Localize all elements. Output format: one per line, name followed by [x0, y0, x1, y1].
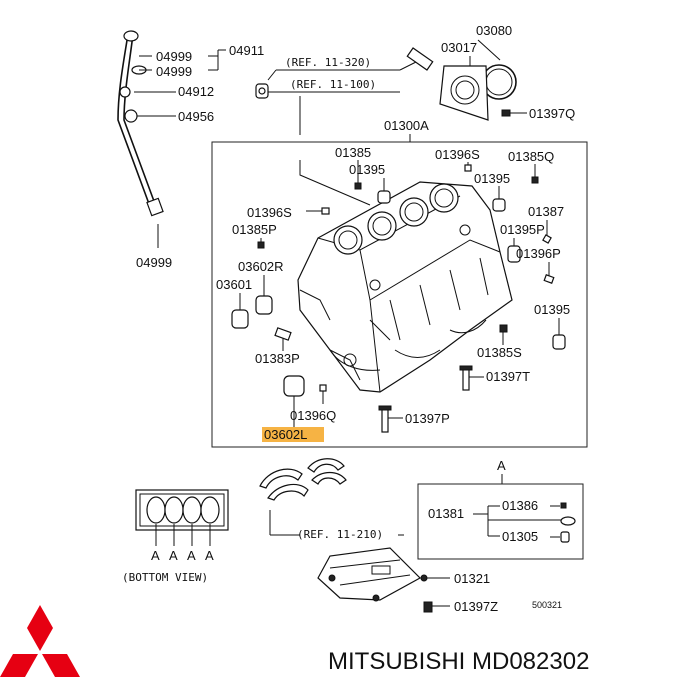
- bottom-view-caption: (BOTTOM VIEW): [122, 571, 208, 584]
- ref-11-100: (REF. 11-100): [290, 78, 376, 91]
- label-01397P: 01397P: [405, 411, 450, 426]
- baffle-plate-group: 01321 01397Z 500321: [317, 547, 562, 614]
- label-03080: 03080: [476, 23, 512, 38]
- bearing-shells-group: (REF. 11-210): [259, 458, 404, 541]
- label-01385: 01385: [335, 145, 371, 160]
- label-03601: 03601: [216, 277, 252, 292]
- label-01397Q-top: 01397Q: [529, 106, 575, 121]
- detail-a-box: [417, 483, 584, 560]
- label-01386: 01386: [502, 498, 538, 513]
- bottom-view-a1: A: [151, 548, 160, 563]
- label-01300A: 01300A: [384, 118, 429, 133]
- label-01385S: 01385S: [477, 345, 522, 360]
- label-01396S-top: 01396S: [435, 147, 480, 162]
- label-01395P: 01395P: [500, 222, 545, 237]
- label-01305: 01305: [502, 529, 538, 544]
- label-03602L: 03602L: [264, 427, 307, 442]
- cylinder-block-frame: [211, 141, 588, 448]
- label-04999-b: 04999: [156, 64, 192, 79]
- label-01396Q: 01396Q: [290, 408, 336, 423]
- label-01395-b: 01395: [474, 171, 510, 186]
- engine-block-drawing: [297, 181, 513, 393]
- label-03602R: 03602R: [238, 259, 284, 274]
- dipstick-group: 04999 04999 04911 04912 04956 04999: [117, 30, 264, 270]
- label-01385P: 01385P: [232, 222, 277, 237]
- label-01381: 01381: [428, 506, 464, 521]
- detail-a-group: A 01381 01386 01305: [417, 458, 584, 560]
- label-01397Z: 01397Z: [454, 599, 498, 614]
- label-04911: 04911: [229, 43, 264, 58]
- block-parts: 01385 01395 01396S 01385Q 01395 01396S 0…: [216, 145, 570, 433]
- label-04999-c: 04999: [136, 255, 172, 270]
- rear-seal-group: 03080 03017 01397Q: [439, 23, 575, 121]
- label-01396P: 01396P: [516, 246, 561, 261]
- ref-callouts-top: (REF. 11-320) (REF. 11-100): [255, 47, 434, 206]
- label-04999-a: 04999: [156, 49, 192, 64]
- label-04956: 04956: [178, 109, 214, 124]
- drawing-number: 500321: [532, 600, 562, 610]
- label-01395-a: 01395: [349, 162, 385, 177]
- bottom-view-group: A A A A (BOTTOM VIEW): [122, 489, 229, 584]
- label-01321: 01321: [454, 571, 490, 586]
- label-01385Q: 01385Q: [508, 149, 554, 164]
- brand-part-number: MITSUBISHI MD082302: [328, 648, 590, 675]
- detail-a-title: A: [497, 458, 506, 473]
- label-01383P: 01383P: [255, 351, 300, 366]
- label-04912: 04912: [178, 84, 214, 99]
- label-01387: 01387: [528, 204, 564, 219]
- highlight-03602L: [262, 427, 324, 442]
- mitsubishi-logo: [0, 605, 80, 677]
- ref-11-320: (REF. 11-320): [285, 56, 371, 69]
- bottom-view-a3: A: [187, 548, 196, 563]
- label-03017: 03017: [441, 40, 477, 55]
- label-01397T: 01397T: [486, 369, 530, 384]
- bottom-view-a4: A: [205, 548, 214, 563]
- ref-11-210: (REF. 11-210): [297, 528, 383, 541]
- label-01395-c: 01395: [534, 302, 570, 317]
- bottom-view-a2: A: [169, 548, 178, 563]
- label-01396S-left: 01396S: [247, 205, 292, 220]
